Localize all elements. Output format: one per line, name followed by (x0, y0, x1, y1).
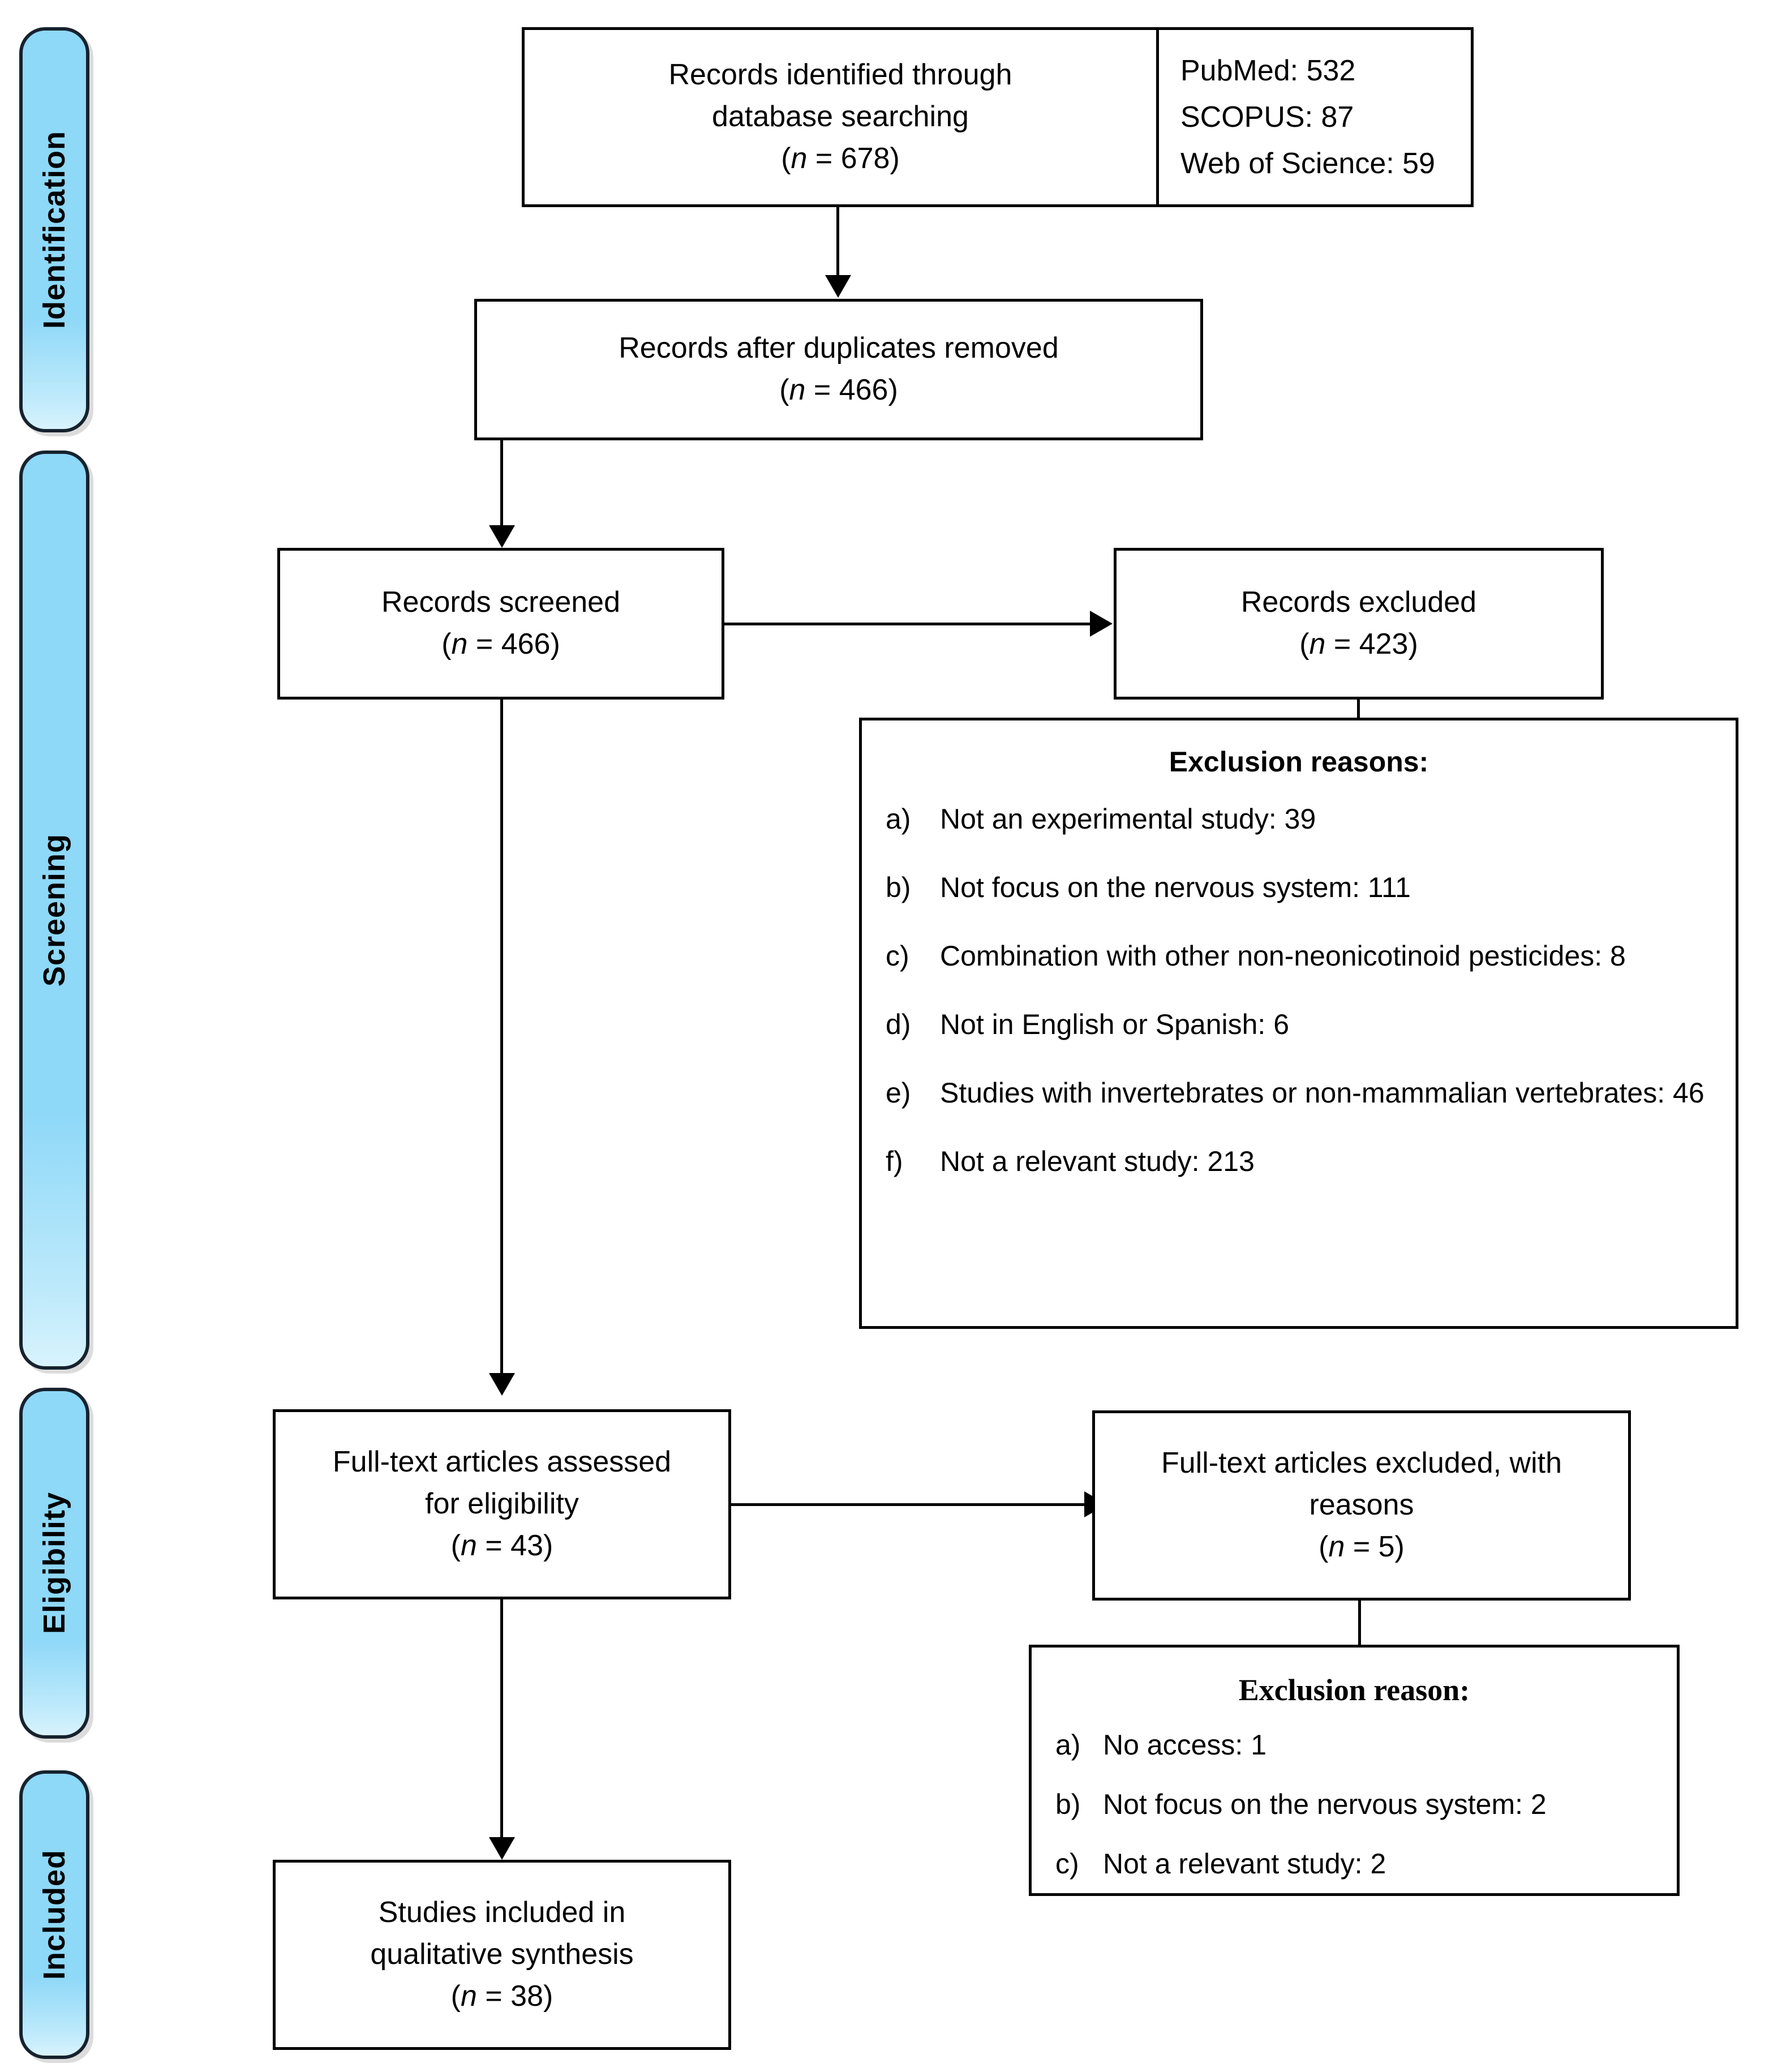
exclusion-reason-marker: a) (886, 803, 911, 835)
exclusion-reason-item: a) No access: 1 (1055, 1727, 1653, 1764)
exclusion-reasons-box: Exclusion reasons: a) Not an experimenta… (859, 718, 1738, 1329)
phase-label-identification-text: Identification (37, 131, 71, 329)
database-sources-cell: PubMed: 532 SCOPUS: 87 Web of Science: 5… (1159, 30, 1471, 204)
exclusion-reason-marker: c) (886, 940, 909, 972)
phase-label-eligibility: Eligibility (19, 1388, 89, 1739)
records-excluded-line1: Records excluded (1240, 586, 1477, 619)
phase-label-screening-text: Screening (37, 833, 71, 987)
arrow-screened-to-excluded (1090, 611, 1113, 637)
connector-fulltext-excluded-to-reasons (1358, 1601, 1361, 1646)
phase-label-included-text: Included (37, 1849, 71, 1980)
exclusion-reason-item: d) Not in English or Spanish: 6 (886, 1006, 1712, 1043)
exclusion-reason-item: c) Not a relevant study: 2 (1055, 1846, 1653, 1882)
exclusion-reason-marker: a) (1055, 1729, 1081, 1761)
exclusion-reason-text: Not focus on the nervous system: 111 (940, 872, 1411, 903)
exclusion-reason-item: a) Not an experimental study: 39 (886, 801, 1712, 838)
included-studies-line1: Studies included in (378, 1896, 626, 1929)
fulltext-assessed-line2: for eligibility (425, 1487, 579, 1521)
connector-identified-to-duplicates (836, 207, 839, 276)
exclusion-reason-item: f) Not a relevant study: 213 (886, 1143, 1712, 1180)
connector-screened-to-fulltext (500, 700, 503, 1373)
exclusion-reason-item: c) Combination with other non-neonicotin… (886, 938, 1712, 975)
fulltext-excluded-count: (n = 5) (1319, 1530, 1405, 1563)
records-excluded-count: (n = 423) (1299, 628, 1418, 660)
connector-screened-to-excluded (724, 623, 1091, 625)
exclusion-reason-text: Not focus on the nervous system: 2 (1103, 1788, 1547, 1820)
records-identified-box: Records identified through database sear… (522, 27, 1474, 207)
records-excluded-box: Records excluded (n = 423) (1114, 548, 1604, 700)
exclusion-reason-text: No access: 1 (1103, 1729, 1267, 1761)
exclusion-reason-marker: c) (1055, 1848, 1079, 1880)
included-studies-box: Studies included in qualitative synthesi… (273, 1860, 731, 2050)
connector-fulltext-to-excluded (731, 1503, 1085, 1506)
records-identified-cell: Records identified through database sear… (525, 30, 1159, 204)
records-identified-line2: database searching (712, 100, 969, 134)
fulltext-excluded-line1: Full-text articles excluded, with (1161, 1447, 1562, 1480)
exclusion-reason-text: Combination with other non-neonicotinoid… (940, 940, 1626, 972)
records-screened-box: Records screened (n = 466) (277, 548, 724, 700)
included-studies-line2: qualitative synthesis (370, 1938, 634, 1971)
exclusion-reason-text: Not in English or Spanish: 6 (940, 1009, 1290, 1040)
exclusion-reason-marker: d) (886, 1009, 911, 1040)
records-identified-count: (n = 678) (781, 141, 900, 175)
after-duplicates-count: (n = 466) (779, 374, 898, 406)
exclusion-reason-text: Not a relevant study: 2 (1103, 1848, 1386, 1880)
exclusion-reason-text: Studies with invertebrates or non-mammal… (940, 1077, 1704, 1109)
exclusion-reason-item: b) Not focus on the nervous system: 111 (886, 869, 1712, 906)
exclusion-reason-marker: b) (886, 872, 911, 903)
phase-label-eligibility-text: Eligibility (37, 1492, 71, 1635)
records-after-duplicates-box: Records after duplicates removed (n = 46… (474, 299, 1203, 440)
exclusion-reason-text: Not an experimental study: 39 (940, 803, 1316, 835)
arrow-duplicates-to-screened (489, 525, 515, 548)
exclusion-reason-marker: b) (1055, 1788, 1081, 1820)
phase-label-identification: Identification (19, 27, 89, 432)
exclusion-reason-item: b) Not focus on the nervous system: 2 (1055, 1786, 1653, 1823)
records-screened-count: (n = 466) (441, 628, 560, 660)
phase-label-included: Included (19, 1770, 89, 2059)
after-duplicates-line1: Records after duplicates removed (619, 332, 1059, 365)
exclusion-reason-marker: f) (886, 1146, 903, 1177)
connector-duplicates-to-screened (500, 440, 503, 525)
source-pubmed: PubMed: 532 (1180, 54, 1356, 87)
source-web-of-science: Web of Science: 59 (1180, 147, 1435, 181)
fulltext-excluded-box: Full-text articles excluded, with reason… (1092, 1410, 1631, 1601)
connector-fulltext-to-included (500, 1599, 503, 1837)
exclusion-reason-text: Not a relevant study: 213 (940, 1146, 1255, 1177)
arrow-screened-to-fulltext (489, 1373, 515, 1396)
source-scopus: SCOPUS: 87 (1180, 100, 1354, 134)
connector-excluded-to-reasons (1357, 700, 1360, 720)
records-identified-line1: Records identified through (668, 58, 1012, 92)
records-screened-line1: Records screened (381, 586, 620, 619)
exclusion-reason-item: e) Studies with invertebrates or non-mam… (886, 1075, 1712, 1112)
exclusion-reason-2-title: Exclusion reason: (1238, 1673, 1470, 1707)
included-studies-count: (n = 38) (450, 1979, 553, 2013)
arrow-identified-to-duplicates (825, 275, 851, 298)
phase-label-screening: Screening (19, 451, 89, 1370)
fulltext-assessed-line1: Full-text articles assessed (332, 1445, 672, 1479)
fulltext-assessed-box: Full-text articles assessed for eligibil… (273, 1409, 731, 1599)
fulltext-excluded-line2: reasons (1309, 1488, 1414, 1522)
exclusion-reasons-title: Exclusion reasons: (1169, 746, 1429, 778)
exclusion-reason-box-2: Exclusion reason: a) No access: 1 b) Not… (1029, 1645, 1680, 1896)
fulltext-assessed-count: (n = 43) (450, 1529, 553, 1562)
exclusion-reason-marker: e) (886, 1077, 911, 1109)
arrow-fulltext-to-included (489, 1837, 515, 1860)
